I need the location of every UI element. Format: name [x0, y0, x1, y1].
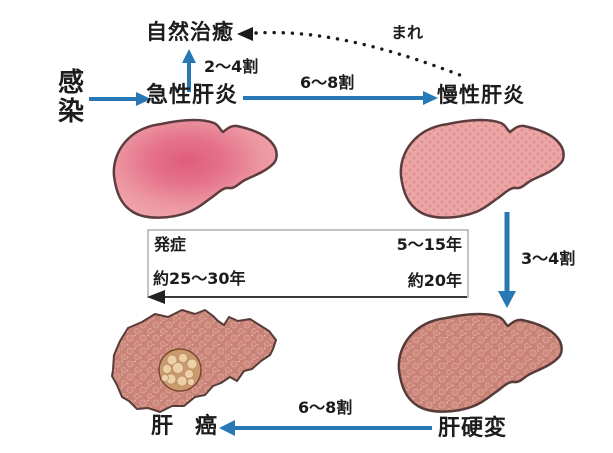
acute-to-cure-arrow — [182, 49, 196, 92]
years-5-15-label: 5〜15年 — [396, 235, 462, 254]
cancer-liver-illustration — [111, 309, 277, 413]
cirrhosis-to-cancer-arrow — [219, 420, 432, 436]
chronic-liver-illustration — [399, 118, 565, 219]
rate-acute-chronic-label: 6〜8割 — [300, 73, 355, 92]
cirrhosis-liver-illustration — [397, 312, 563, 413]
acute-liver-illustration — [112, 118, 278, 219]
chronic-to-cirrhosis-arrow — [498, 212, 516, 308]
liver-cancer-label: 肝 癌 — [151, 414, 218, 439]
infection-label: 感 染 — [57, 68, 84, 127]
rate-chronic-cirrhosis-label: 3〜4割 — [521, 249, 576, 268]
timeline-box — [147, 229, 469, 304]
rate-cirrhosis-cancer-label: 6〜8割 — [298, 398, 353, 417]
rare-label: まれ — [391, 23, 424, 42]
years-25-30-label: 約25〜30年 — [153, 269, 246, 288]
chronic-hepatitis-label: 慢性肝炎 — [437, 83, 525, 107]
rate-acute-cure-label: 2〜4割 — [204, 57, 259, 76]
infection-to-acute-arrow — [89, 92, 151, 106]
onset-label: 発症 — [154, 235, 187, 254]
acute-to-chronic-arrow — [243, 91, 438, 105]
cirrhosis-label: 肝硬変 — [438, 416, 508, 441]
acute-hepatitis-label: 急性肝炎 — [146, 83, 239, 108]
chronic-to-cure-dotted-arrow — [237, 27, 467, 79]
years-20-label: 約20年 — [407, 271, 462, 290]
tumor-icon — [158, 348, 202, 392]
natural-cure-label: 自然治癒 — [146, 20, 234, 44]
